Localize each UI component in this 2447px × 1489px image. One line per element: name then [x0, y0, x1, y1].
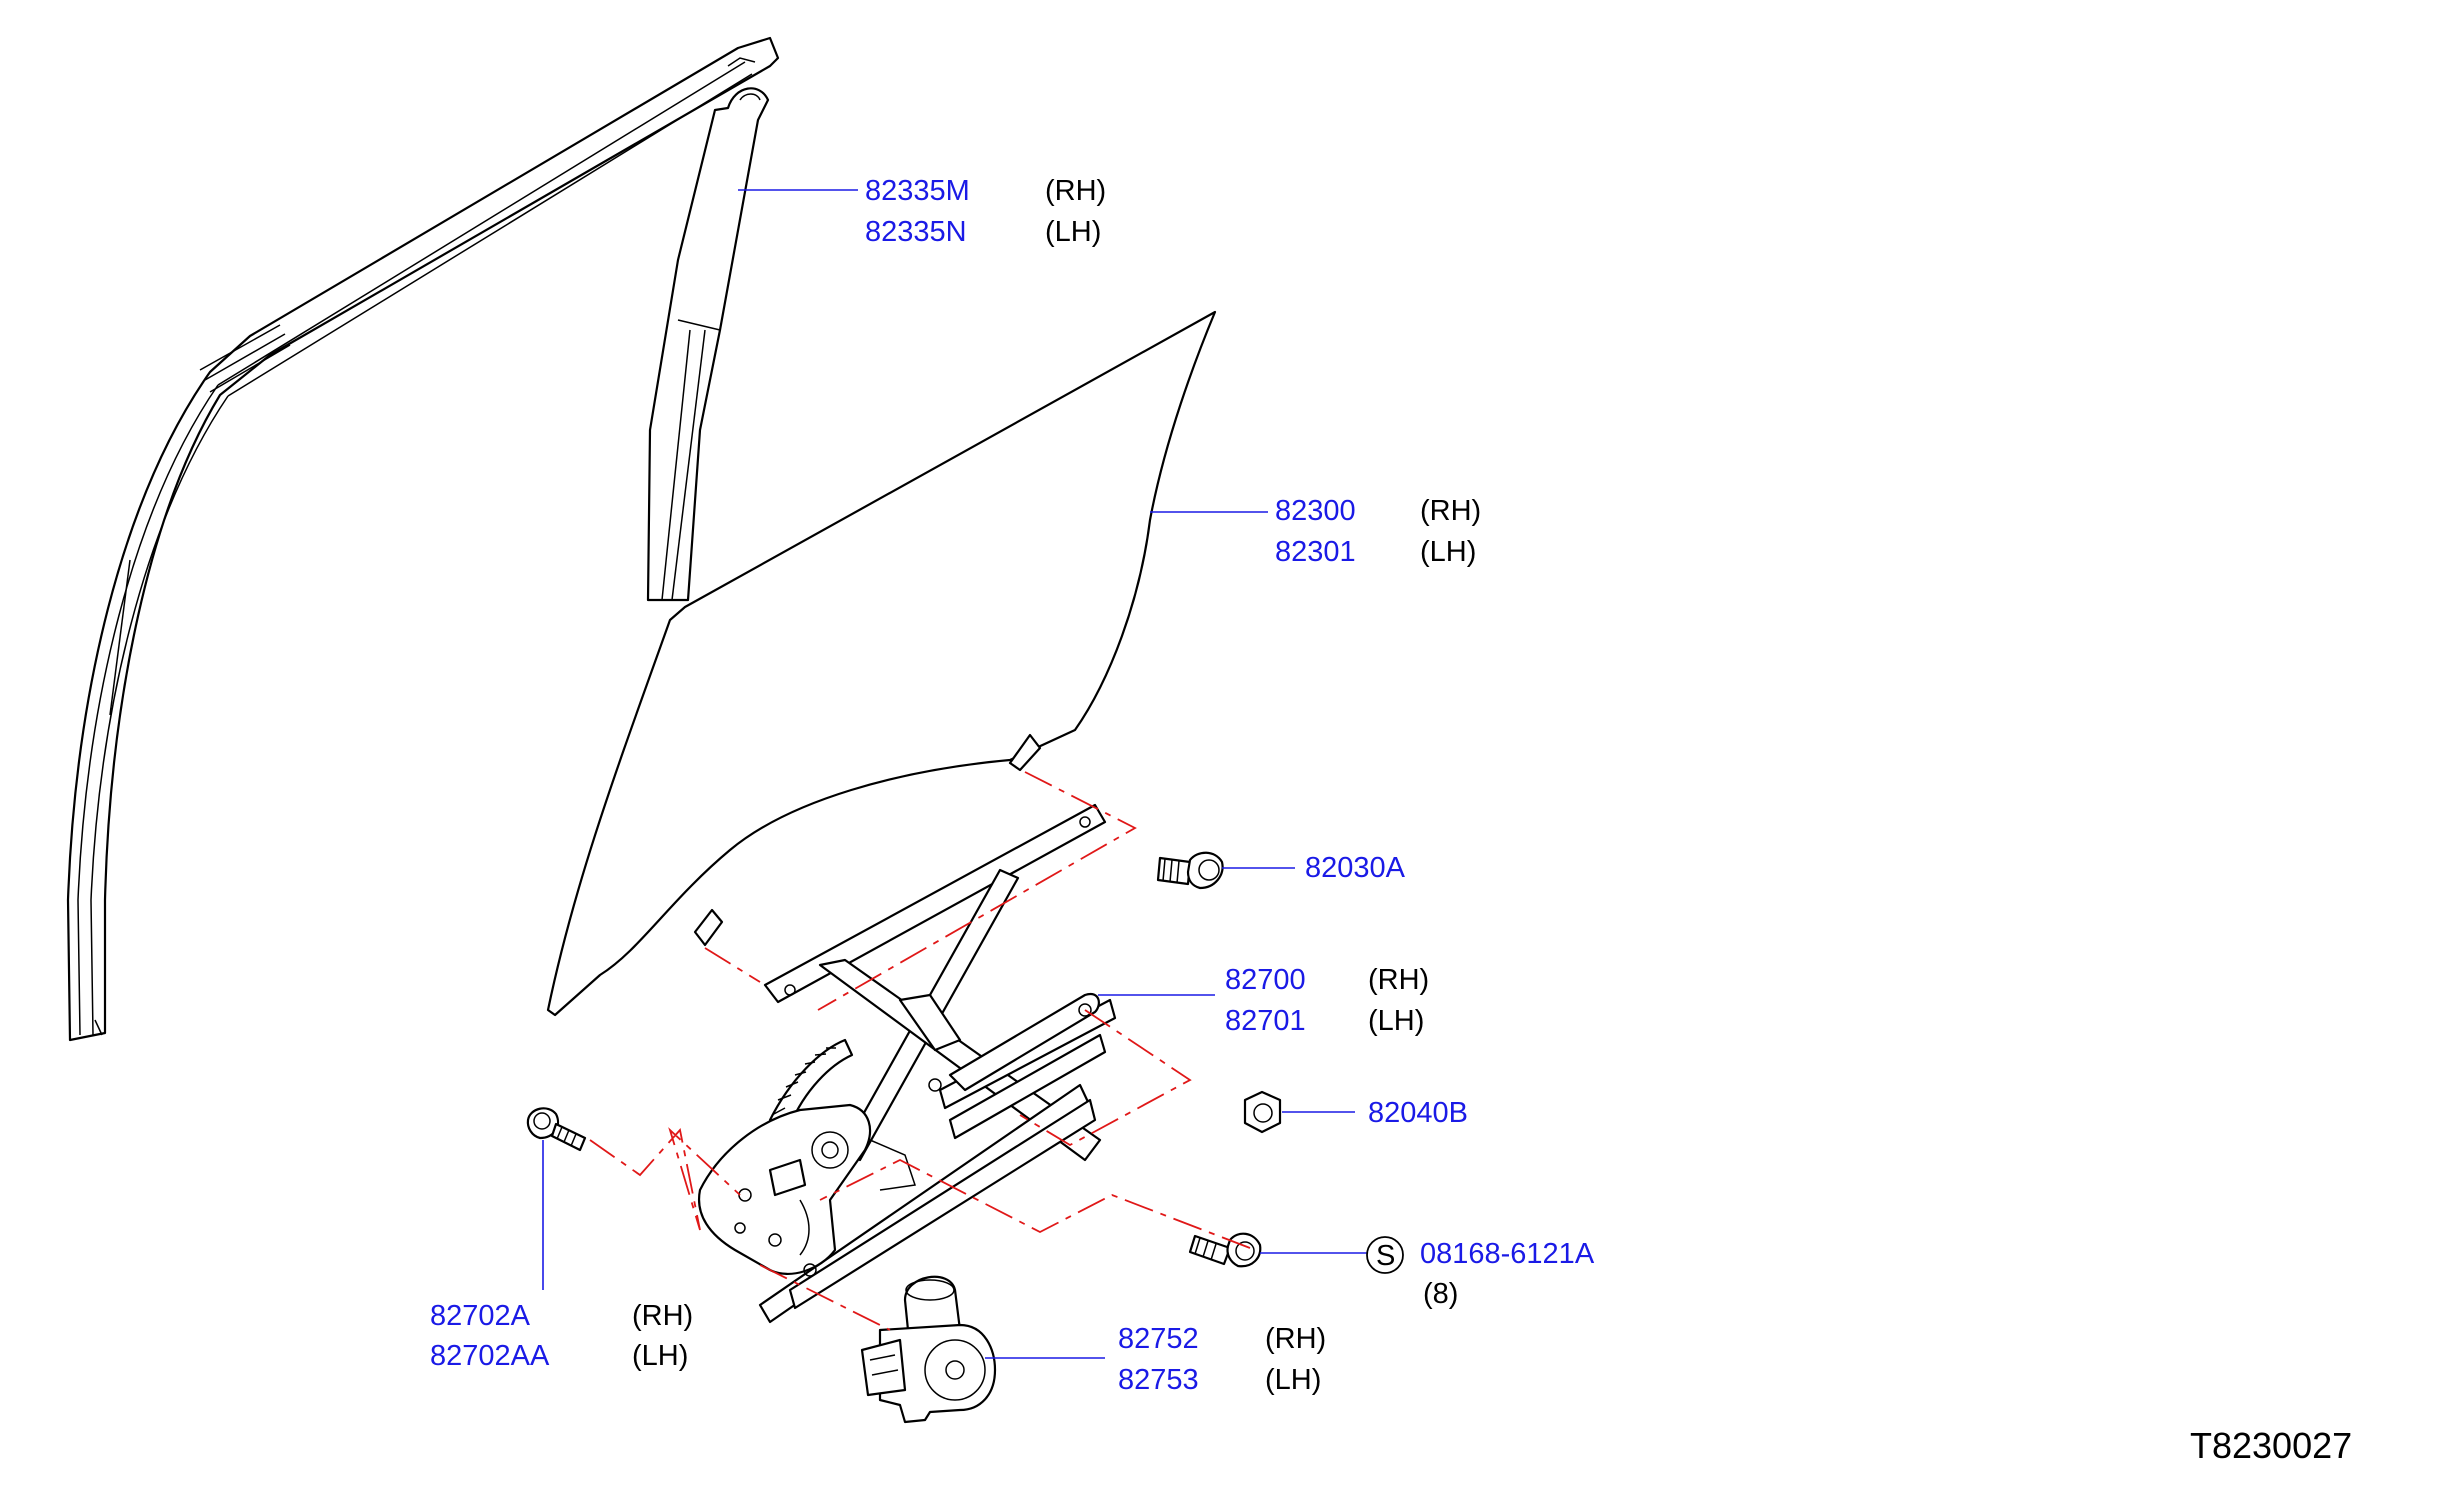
fastener-paths	[589, 771, 1251, 1331]
label-82700-side: (RH)	[1368, 964, 1429, 996]
label-08168-6121A: 08168-6121A	[1420, 1238, 1595, 1270]
label-82702A: 82702A	[430, 1300, 531, 1332]
label-82700: 82700	[1225, 964, 1306, 996]
door-glass	[546, 310, 1217, 1017]
label-82301-side: (LH)	[1420, 536, 1476, 568]
label-82702AA: 82702AA	[430, 1340, 550, 1372]
nut-82040B	[1243, 1090, 1282, 1134]
label-82335N: 82335N	[865, 216, 967, 248]
label-82335N-side: (LH)	[1045, 216, 1101, 248]
label-82702AA-side: (LH)	[632, 1340, 688, 1372]
label-std-symbol: S	[1376, 1240, 1395, 1272]
regulator-bolt-82702A	[526, 1107, 587, 1152]
label-82040B: 82040B	[1368, 1097, 1468, 1129]
label-82335M-side: (RH)	[1045, 175, 1106, 207]
glass-bolt-82030A	[1156, 851, 1224, 890]
label-82300: 82300	[1275, 495, 1356, 527]
division-channel	[646, 87, 770, 602]
label-82753-side: (LH)	[1265, 1364, 1321, 1396]
label-82300-side: (RH)	[1420, 495, 1481, 527]
standard-part-circle	[1366, 1236, 1404, 1274]
label-82752-side: (RH)	[1265, 1323, 1326, 1355]
label-82753: 82753	[1118, 1364, 1199, 1396]
part-labels: 82335M (RH) 82335N (LH) 82300 (RH) 82301…	[430, 175, 2352, 1466]
diagram-code: T8230027	[2190, 1425, 2352, 1466]
door-sash-frame	[66, 36, 780, 1042]
label-82701: 82701	[1225, 1005, 1306, 1037]
label-82702A-side: (RH)	[632, 1300, 693, 1332]
label-std-bolt-qty: (8)	[1423, 1278, 1458, 1310]
window-motor	[860, 1275, 997, 1424]
leader-lines	[542, 189, 1370, 1359]
label-82030A: 82030A	[1305, 852, 1406, 884]
label-82301: 82301	[1275, 536, 1356, 568]
label-82752: 82752	[1118, 1323, 1199, 1355]
window-regulator	[697, 803, 1117, 1324]
label-82335M: 82335M	[865, 175, 970, 207]
label-82701-side: (LH)	[1368, 1005, 1424, 1037]
